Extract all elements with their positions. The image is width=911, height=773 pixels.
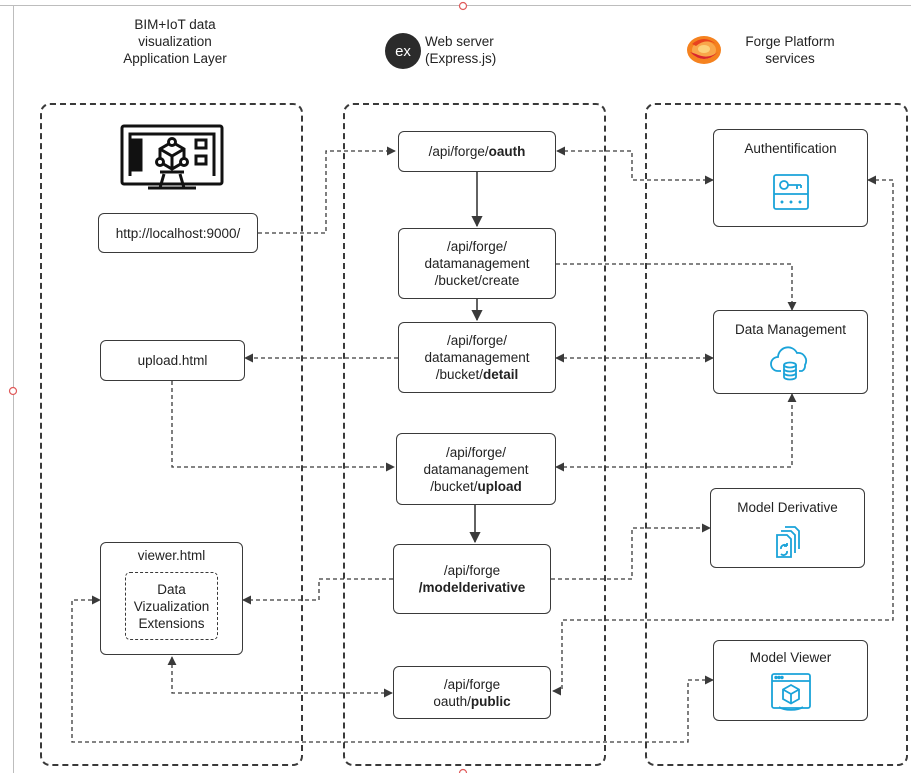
oauth-public-endpoint-box[interactable]: /api/forge oauth/public — [393, 666, 551, 719]
bucket-detail-endpoint-box[interactable]: /api/forge/ datamanagement /bucket/detai… — [398, 322, 556, 393]
data-management-title: Data Management — [734, 322, 847, 337]
frame-top-line — [0, 5, 911, 6]
viewer-html-label: viewer.html — [137, 548, 206, 563]
oauth-endpoint-label: /api/forge/oauth — [429, 143, 526, 160]
lane-forge-services — [645, 103, 908, 766]
bucket-upload-endpoint-box[interactable]: /api/forge/ datamanagement /bucket/uploa… — [396, 433, 556, 505]
public-bold: public — [470, 693, 511, 709]
modelderivative-endpoint-box[interactable]: /api/forge /modelderivative — [393, 544, 551, 614]
model-viewer-service-box[interactable]: Model Viewer — [713, 640, 868, 721]
key-icon — [771, 172, 811, 216]
forge-logo-icon — [684, 30, 724, 70]
upload-html-box[interactable]: upload.html — [100, 340, 245, 381]
md-line-2: /modelderivative — [418, 580, 526, 595]
localhost-url-label: http://localhost:9000/ — [115, 225, 241, 241]
express-logo-text: ex — [395, 42, 411, 60]
connector-upload-html-to-upload — [171, 381, 395, 472]
data-management-service-box[interactable]: Data Management — [713, 310, 868, 394]
connector-viewer-to-public — [167, 656, 393, 698]
header-web-server: Web server (Express.js) — [425, 33, 525, 67]
connector-modelviewer-to-viewer — [71, 595, 714, 743]
frame-handle-left — [8, 386, 18, 396]
documents-icon — [771, 523, 805, 565]
header-application-layer: BIM+IoT data visualization Application L… — [95, 16, 255, 67]
detail-line-1: /api/forge/ — [446, 333, 508, 348]
extensions-line-1: Data — [157, 581, 186, 597]
upload-prefix: /bucket/ — [430, 478, 478, 494]
oauth-endpoint-box[interactable]: /api/forge/oauth — [398, 131, 556, 172]
header-web-line-2: (Express.js) — [425, 51, 497, 66]
upload-line-3: /bucket/upload — [430, 478, 522, 495]
detail-line-3: /bucket/detail — [436, 366, 519, 383]
model-derivative-title: Model Derivative — [737, 500, 838, 515]
header-app-line-3: Application Layer — [123, 51, 227, 66]
upload-line-1: /api/forge/ — [445, 444, 507, 460]
cloud-database-icon — [769, 345, 813, 387]
oauth-prefix: /api/forge/ — [428, 144, 489, 159]
connector-auth-to-public — [552, 175, 894, 696]
connector-url-to-oauth — [258, 146, 396, 234]
lane-web-server — [343, 103, 606, 766]
extensions-line-2: Vizualization — [133, 598, 210, 614]
frame-handle-bottom — [458, 768, 468, 773]
header-forge-line-1: Forge Platform — [745, 34, 835, 49]
header-app-line-1: BIM+IoT data — [134, 17, 216, 32]
public-line-2: oauth/public — [433, 693, 510, 710]
express-logo-icon: ex — [385, 33, 421, 69]
localhost-url-box[interactable]: http://localhost:9000/ — [98, 213, 258, 253]
detail-line-2: datamanagement — [424, 350, 530, 365]
oauth-bold: oauth — [488, 144, 526, 159]
viewer-html-box[interactable]: viewer.html Data Vizualization Extension… — [100, 542, 243, 655]
connector-oauth-to-auth — [556, 146, 714, 185]
model-cube-icon — [769, 671, 813, 719]
header-forge-line-2: services — [765, 51, 815, 66]
computer-monitor-icon — [120, 124, 224, 202]
authentification-service-box[interactable]: Authentification — [713, 129, 868, 227]
authentification-title: Authentification — [744, 141, 837, 156]
upload-html-label: upload.html — [137, 353, 208, 368]
create-line-3: /bucket/create — [434, 273, 520, 288]
lane-application-layer — [40, 103, 303, 766]
model-viewer-title: Model Viewer — [749, 650, 832, 665]
create-line-2: datamanagement — [424, 256, 530, 271]
detail-bold: detail — [483, 367, 519, 382]
header-forge: Forge Platform services — [735, 33, 845, 67]
model-derivative-service-box[interactable]: Model Derivative — [710, 488, 865, 568]
upload-bold: upload — [477, 478, 522, 494]
detail-prefix: /bucket/ — [435, 367, 483, 382]
data-visualization-extensions-box[interactable]: Data Vizualization Extensions — [125, 572, 218, 640]
public-line-1: /api/forge — [443, 676, 501, 692]
upload-line-2: datamanagement — [423, 461, 529, 477]
header-app-line-2: visualization — [138, 34, 212, 49]
bucket-create-endpoint-box[interactable]: /api/forge/ datamanagement /bucket/creat… — [398, 228, 556, 299]
create-line-1: /api/forge/ — [446, 239, 508, 254]
extensions-line-3: Extensions — [138, 615, 205, 631]
public-prefix: oauth/ — [433, 693, 471, 709]
frame-handle-top — [458, 1, 468, 11]
md-line-1: /api/forge — [443, 563, 501, 578]
header-web-line-1: Web server — [425, 34, 494, 49]
